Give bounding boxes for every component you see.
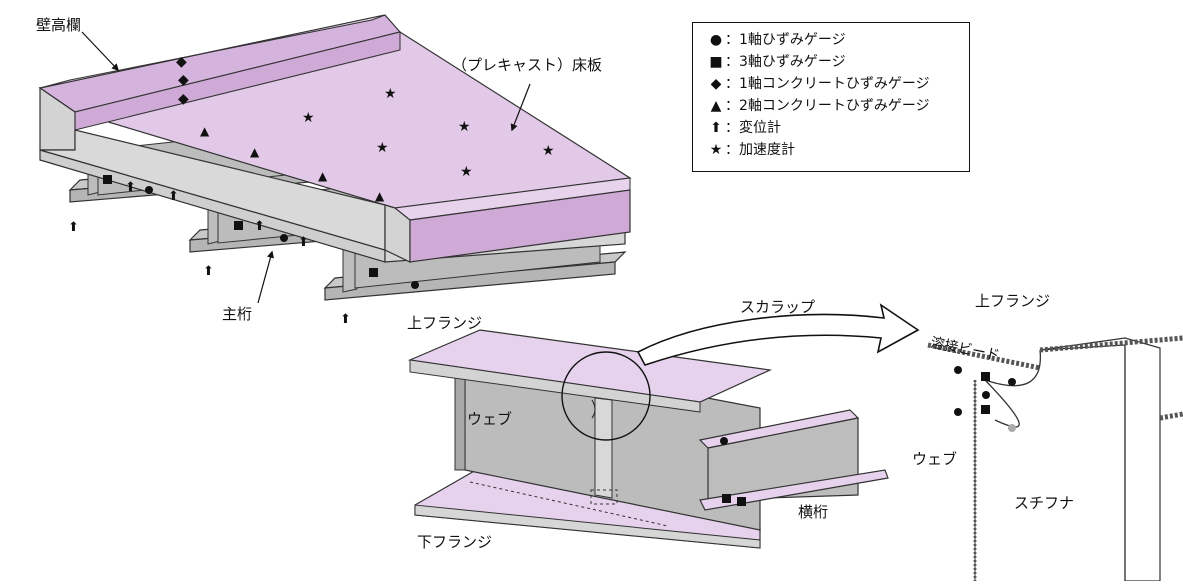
label-lower-flange: 下フランジ [417, 533, 493, 551]
bridge-deck: ◆ ◆ ◆ ▲ ▲ ▲ ▲ ★ ★ ★ ★ ★ ★ ⬆ ⬆ ⬆ ⬆ [38, 14, 632, 327]
square-gauge [369, 268, 378, 277]
up-arrow-icon: ⬆ [298, 235, 309, 250]
legend-row-3axis-strain: ■：3軸ひずみゲージ [707, 51, 969, 73]
triangle-gauge: ▲ [250, 145, 260, 159]
star-accelerometer: ★ [542, 143, 555, 159]
circle-gauge [720, 437, 728, 445]
legend-row-displacement: ⬆：変位計 [707, 117, 969, 139]
up-arrow-icon: ⬆ [125, 180, 136, 195]
scallop-arrow [636, 303, 920, 366]
circle-gauge-grey [1008, 424, 1016, 432]
square-gauge [981, 372, 990, 381]
square-gauge [722, 494, 731, 503]
label-upper-flange-right: 上フランジ [975, 292, 1051, 310]
girder-detail [407, 303, 920, 549]
legend-text: ：1軸ひずみゲージ [725, 32, 846, 48]
star-accelerometer: ★ [302, 110, 315, 126]
square-icon: ■ [709, 54, 723, 70]
label-web-left: ウェブ [467, 410, 513, 428]
square-gauge [981, 405, 990, 414]
weld-bead-line [927, 342, 1041, 371]
label-scallop: スカラップ [740, 298, 816, 316]
girder-sensors [103, 175, 419, 289]
displacement-gauges: ⬆ ⬆ ⬆ ⬆ ⬆ ⬆ ⬆ [68, 180, 351, 327]
triangle-icon: ▲ [710, 98, 722, 114]
legend-text: ：2軸コンクリートひずみゲージ [725, 98, 930, 114]
square-gauge [103, 175, 112, 184]
star-accelerometer: ★ [384, 86, 397, 102]
circle-gauge [280, 234, 288, 242]
circle-gauge [982, 391, 990, 399]
diamond-gauge-2: ◆ [178, 72, 189, 88]
star-accelerometer: ★ [460, 164, 473, 180]
up-arrow-icon: ⬆ [203, 264, 214, 279]
legend-text: ：3軸ひずみゲージ [725, 54, 846, 70]
diamond-gauge-3: ◆ [178, 91, 189, 107]
up-arrow-icon: ⬆ [340, 312, 351, 327]
scallop-callout-circle [561, 351, 651, 441]
slab-sensors: ◆ ◆ ◆ ▲ ▲ ▲ ▲ ★ ★ ★ ★ ★ ★ [176, 54, 555, 203]
square-gauge [234, 221, 243, 230]
star-accelerometer: ★ [458, 119, 471, 135]
triangle-gauge: ▲ [318, 169, 328, 183]
circle-gauge [145, 186, 153, 194]
up-arrow-icon: ⬆ [68, 220, 79, 235]
star-icon: ★ [709, 142, 723, 158]
scallop-detail [927, 335, 1183, 582]
legend-row-1axis-strain: ●：1軸ひずみゲージ [707, 29, 969, 51]
label-stiffener: スチフナ [1014, 494, 1075, 512]
circle-gauge [411, 281, 419, 289]
diamond-icon: ◆ [710, 76, 722, 92]
legend-box: ●：1軸ひずみゲージ ■：3軸ひずみゲージ ◆：1軸コンクリートひずみゲージ ▲… [692, 22, 970, 172]
star-accelerometer: ★ [376, 140, 389, 156]
label-web-right: ウェブ [912, 450, 958, 468]
label-parapet: 壁高欄 [36, 16, 82, 34]
label-precast-slab: （プレキャスト）床板 [452, 56, 603, 74]
legend-text: ：変位計 [725, 120, 781, 136]
circle-gauge [954, 366, 962, 374]
up-arrow-icon: ⬆ [168, 189, 179, 204]
label-cross-beam: 横桁 [798, 503, 829, 521]
up-arrow-icon: ⬆ [710, 120, 722, 136]
circle-gauge [1008, 378, 1016, 386]
square-gauge [737, 497, 746, 506]
legend-text: ：1軸コンクリートひずみゲージ [725, 76, 930, 92]
circle-icon: ● [709, 32, 723, 48]
label-upper-flange-left: 上フランジ [407, 314, 483, 332]
label-main-girder: 主桁 [222, 305, 253, 323]
up-arrow-icon: ⬆ [254, 219, 265, 234]
triangle-gauge: ▲ [200, 124, 210, 138]
diamond-gauge-1: ◆ [176, 54, 187, 70]
legend-row-1axis-concrete: ◆：1軸コンクリートひずみゲージ [707, 73, 969, 95]
circle-gauge [954, 408, 962, 416]
triangle-gauge: ▲ [375, 189, 385, 203]
legend-row-accelerometer: ★：加速度計 [707, 139, 969, 161]
legend-text: ：加速度計 [725, 142, 795, 158]
legend-row-2axis-concrete: ▲：2軸コンクリートひずみゲージ [707, 95, 969, 117]
